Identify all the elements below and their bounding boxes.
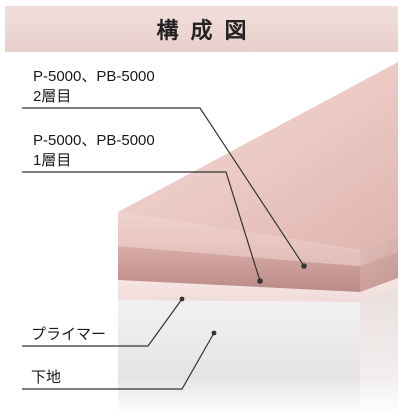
- substrate-side: [360, 286, 398, 416]
- marker-dot-primer: [179, 296, 185, 302]
- layer-2-front: [118, 212, 398, 266]
- marker-dot-layer1: [257, 278, 263, 284]
- leader-line-layer1: [22, 171, 261, 282]
- title-banner: 構成図: [5, 6, 398, 52]
- primer-layer: [118, 278, 398, 302]
- callout-layer1-product: P-5000、PB-5000: [33, 132, 155, 149]
- callout-layer2-layer: 2層目: [33, 88, 72, 105]
- callout-primer: プライマー: [31, 325, 106, 345]
- upper-layers-side: [360, 236, 398, 292]
- callout-layer1-layer: 1層目: [33, 152, 72, 169]
- layer-2-top-surface: [118, 62, 398, 250]
- marker-dot-layer2: [301, 263, 307, 269]
- leader-line-substrate: [22, 332, 215, 390]
- callout-layer2-product: P-5000、PB-5000: [33, 68, 155, 85]
- callout-substrate: 下地: [31, 368, 61, 388]
- leader-line-layer2: [22, 107, 305, 267]
- layer-1: [118, 246, 398, 292]
- marker-dot-substrate: [211, 330, 217, 336]
- callout-layer2: P-5000、PB-5000 2層目: [33, 67, 155, 107]
- diagram-title: 構成図: [156, 18, 259, 43]
- leader-line-primer: [22, 298, 183, 347]
- substrate-layer: [118, 286, 398, 416]
- callout-layer1: P-5000、PB-5000 1層目: [33, 131, 155, 171]
- callout-primer-label: プライマー: [31, 326, 107, 343]
- callout-substrate-label: 下地: [31, 369, 62, 386]
